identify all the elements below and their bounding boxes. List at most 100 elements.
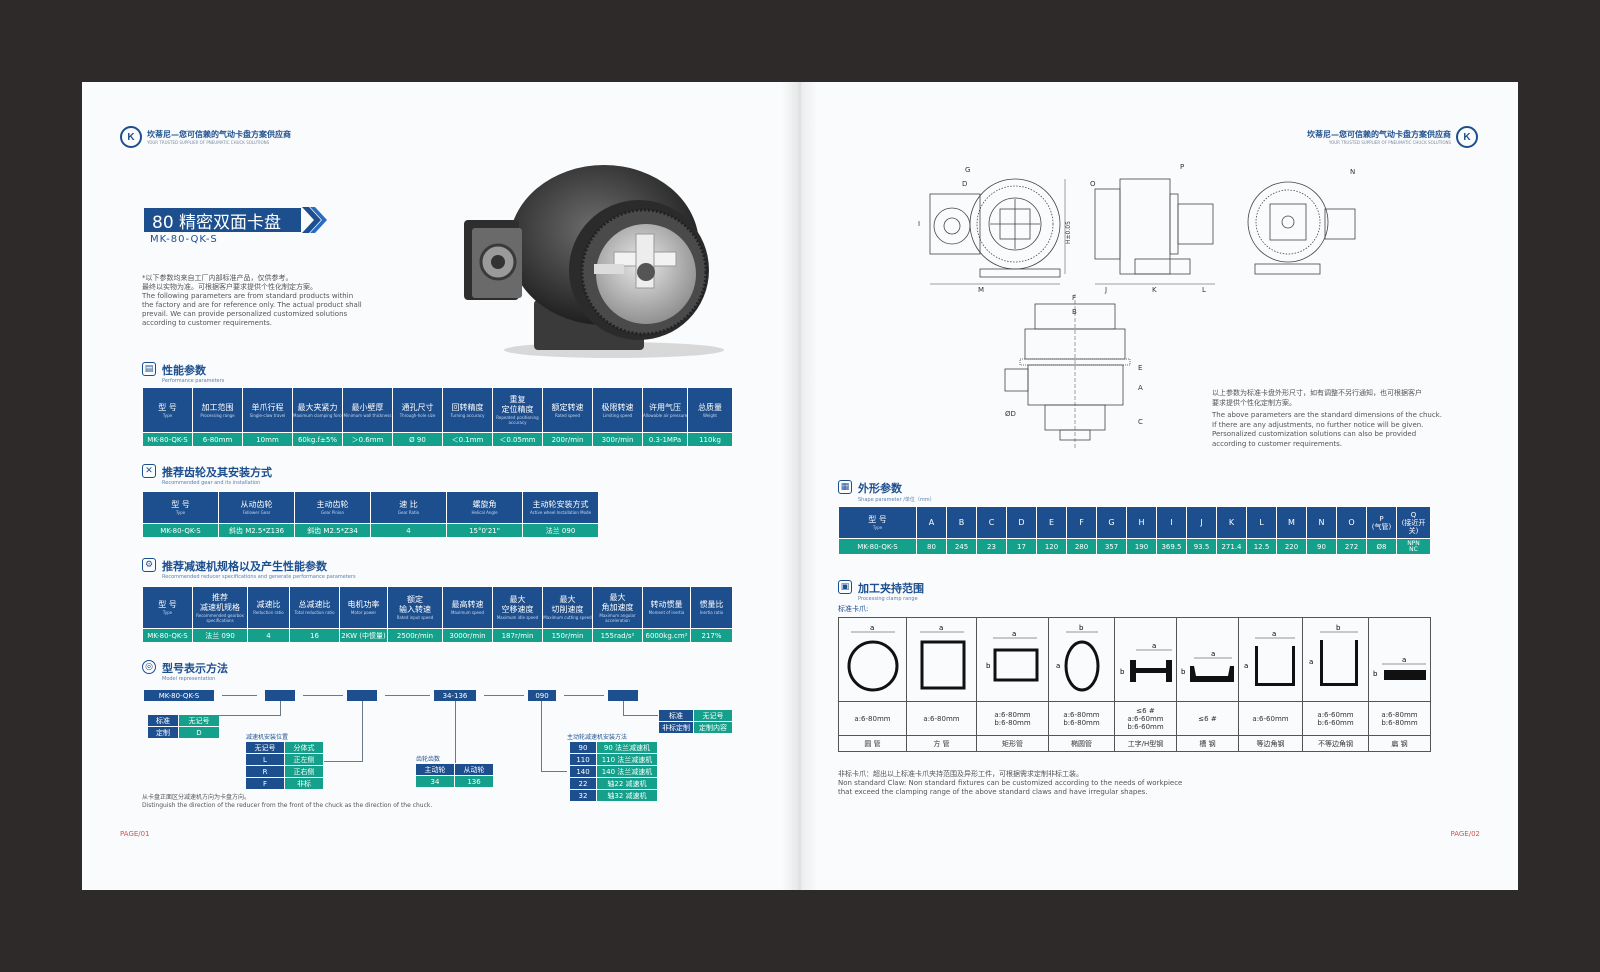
chain-slot-6 [608, 690, 638, 701]
svg-text:N: N [1350, 168, 1355, 176]
intro-note: *以下参数均来自工厂内部标准产品，仅供参考。最终以实物为准。可根据客户要求提供个… [142, 274, 362, 327]
svg-text:b: b [1336, 624, 1341, 632]
chain-slot-2 [347, 690, 377, 701]
target-icon: ◎ [142, 660, 156, 674]
svg-text:a: a [1012, 630, 1016, 638]
svg-text:C: C [1138, 418, 1143, 426]
svg-text:b: b [1373, 670, 1378, 678]
svg-text:P: P [1180, 164, 1184, 171]
model-footnote: 从卡盘正面区分减速机方向为卡盘方向。Distinguish the direct… [142, 794, 433, 809]
brand-name: 坎蒂尼—您可信赖的气动卡盘方案供应商 [1307, 130, 1451, 139]
svg-text:B: B [1072, 308, 1077, 316]
logo-icon: K [120, 126, 142, 148]
chuck-product-image [464, 165, 724, 358]
product-title: 80 精密双面卡盘 [152, 212, 282, 233]
dims-note: 以上参数为标准卡盘外形尺寸，如有调整不另行通知，也可根据客户要求提供个性化定制方… [1212, 389, 1442, 448]
svg-text:K: K [1152, 286, 1157, 294]
svg-text:b: b [1079, 624, 1084, 632]
book-spine-shadow [782, 82, 818, 890]
svg-text:a: a [1402, 656, 1406, 664]
svg-text:b: b [1181, 668, 1186, 676]
svg-text:E: E [1138, 364, 1142, 372]
svg-text:I: I [918, 220, 920, 228]
svg-text:a: a [1244, 662, 1248, 670]
svg-text:O: O [1090, 180, 1096, 188]
svg-text:b: b [986, 662, 991, 670]
chain-gear: 34-136 [434, 690, 476, 701]
std-claw-label: 标准卡爪: [838, 605, 869, 613]
logo-icon: K [1456, 126, 1478, 148]
svg-text:a: a [1272, 630, 1276, 638]
svg-text:ØD: ØD [1005, 410, 1016, 418]
svg-text:G: G [965, 166, 970, 174]
product-model: MK-80-QK-S [150, 234, 218, 245]
chain-slot-1 [265, 690, 295, 701]
wrench-icon: ✕ [142, 464, 156, 478]
svg-text:D: D [962, 180, 967, 188]
chart-icon: ▤ [142, 362, 156, 376]
svg-text:F: F [1072, 294, 1076, 302]
svg-text:J: J [1104, 286, 1107, 294]
svg-text:a: a [1309, 658, 1313, 666]
brand-slogan: YOUR TRUSTED SUPPLIER OF PNEUMATIC CHUCK… [1328, 140, 1451, 145]
square-pipe-icon: a [906, 617, 977, 702]
clamp-name-row: 圆 管方 管矩形管椭圆管工字/H型钢槽 钢等边角钢不等边角钢扁 钢 [838, 735, 1431, 752]
chevron-right-icon [302, 207, 327, 233]
svg-text:M: M [978, 286, 984, 294]
svg-text:a: a [1152, 642, 1156, 650]
svg-text:a: a [1211, 650, 1215, 658]
svg-text:H±0.05: H±0.05 [1065, 221, 1072, 244]
brand-slogan: YOUR TRUSTED SUPPLIER OF PNEUMATIC CHUCK… [147, 140, 270, 145]
chain-model: MK-80-QK-S [144, 690, 214, 701]
ruler-icon: ▦ [838, 480, 852, 494]
page-number-right: PAGE/02 [1450, 830, 1480, 838]
nonstandard-note: 非标卡爪：超出以上标准卡爪夹持范围及异形工件，可根据需求定制非标工装。Non s… [838, 770, 1183, 796]
svg-text:L: L [1202, 286, 1206, 294]
page-number-left: PAGE/01 [120, 830, 150, 838]
clamp-icon: ▣ [838, 580, 852, 594]
svg-text:a: a [939, 624, 943, 632]
chain-flange: 090 [528, 690, 556, 701]
svg-text:A: A [1138, 384, 1143, 392]
brand-name: 坎蒂尼—您可信赖的气动卡盘方案供应商 [147, 130, 291, 139]
